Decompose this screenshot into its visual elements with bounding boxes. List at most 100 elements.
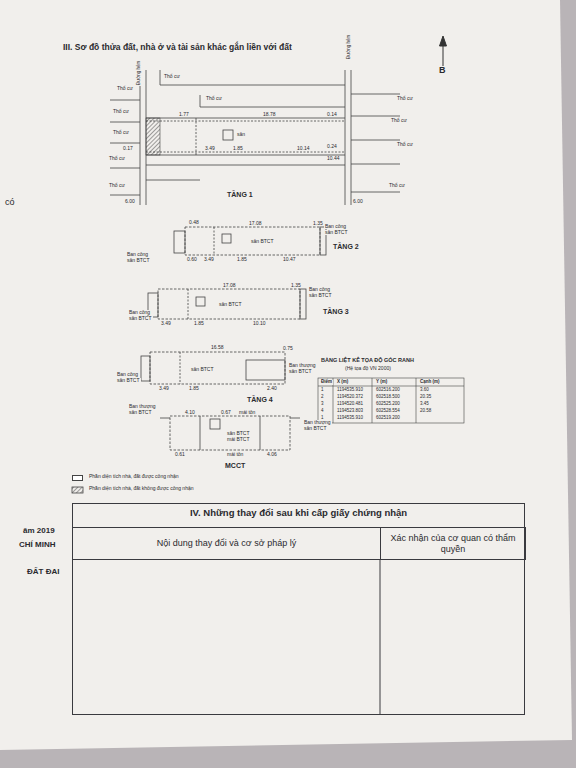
table-cell: X (m) (336, 380, 349, 385)
plan-label: sân BTCT (190, 367, 215, 372)
section-title: III. Sơ đồ thửa đất, nhà ở và tài sản kh… (62, 43, 293, 52)
plan-label: 1.85 (188, 386, 200, 391)
table-cell: 2 (320, 395, 325, 400)
plan-label: mái tôn (238, 410, 256, 415)
plan-label: 1.85 (193, 321, 205, 326)
plan-label: Ban công (128, 310, 151, 315)
plan-label: sân BTCT (288, 369, 313, 374)
plan-label: 0.14 (326, 112, 338, 117)
plan-label: 10.44 (326, 156, 341, 161)
plan-label: Ban công (324, 224, 347, 229)
table-cell: Cạnh (m) (419, 380, 441, 385)
plan-label: 10.14 (296, 146, 311, 151)
plan-label: 1.35 (290, 283, 302, 288)
table-cell: 1194520.372 (336, 395, 364, 400)
plan-label: mái BTCT (226, 437, 251, 442)
legend-text: Phần diện tích nhà, đất không được công … (88, 486, 194, 491)
plan-label: Thổ cư (205, 96, 223, 101)
table-cell: 602528.554 (375, 409, 401, 414)
section-plan (160, 416, 300, 450)
table-cell: 1194523.803 (336, 409, 364, 414)
plan-label: TẦNG 2 (332, 243, 360, 250)
plan-label: sân BTCT (226, 431, 251, 436)
plan-label: sân (236, 132, 246, 137)
plan-label: Thổ cư (108, 183, 126, 188)
plan-label: 1.77 (178, 112, 190, 117)
plan-label: Thổ cư (396, 142, 414, 147)
plan-label: Thổ cư (163, 74, 181, 79)
plan-label: 3.49 (158, 386, 170, 391)
table-cell: 3 (320, 402, 325, 407)
table-cell: 20.35 (419, 395, 432, 400)
table-cell: Y (m) (375, 380, 388, 385)
table-cell: BẢNG LIỆT KÊ TỌA ĐỘ GÓC RANH (320, 358, 415, 364)
north-arrow (440, 36, 447, 70)
table-heading: IV. Những thay đổi sau khi cấp giấy chứn… (77, 508, 520, 519)
plan-label: 3.49 (204, 146, 216, 151)
plan-label: 10.10 (252, 321, 267, 326)
paper (0, 0, 572, 750)
plan-label: 0.24 (326, 144, 338, 149)
table-cell: Điểm (320, 380, 333, 385)
plan-label: 6.00 (124, 199, 136, 204)
plan-label: 17.08 (248, 221, 263, 226)
floor-1-plan (110, 70, 400, 205)
floor-2-plan (174, 227, 326, 255)
plan-label: Ban công (308, 287, 331, 292)
plan-label: 0.48 (188, 220, 200, 225)
plan-label: Ban công (116, 372, 139, 377)
plan-label: Thổ cư (112, 130, 130, 135)
plan-label: CHÍ MINH (18, 541, 56, 549)
plan-label: Đường hẻm (347, 34, 352, 60)
legend-hatch-swatch (72, 487, 83, 493)
table-cell: 3.45 (419, 402, 430, 407)
plan-label: 1.85 (232, 146, 244, 151)
plan-label: 0.17 (122, 146, 134, 151)
column-heading: Xác nhận của cơ quan có thẩm quyền (385, 533, 521, 554)
plan-label: 0.67 (220, 410, 232, 415)
header-cell: Xác nhận của cơ quan có thẩm quyền (380, 527, 526, 560)
plan-label: 1.85 (236, 257, 248, 262)
plan-label: 3.49 (160, 321, 172, 326)
plan-label: sân BTCT (308, 293, 333, 298)
plan-label: 0.60 (186, 257, 198, 262)
plan-label: Thổ cư (108, 156, 126, 161)
table-cell: 1194535.910 (336, 416, 364, 421)
plan-label: 4.10 (184, 410, 196, 415)
plan-label: Thổ cư (116, 86, 134, 91)
plan-label: 0.61 (174, 452, 186, 457)
plan-label: TẦNG 1 (226, 191, 254, 198)
plan-label: TẦNG 3 (322, 308, 350, 315)
plan-label: Thổ cư (390, 118, 408, 123)
plan-label: ăm 2019 (22, 527, 56, 535)
plan-label: sân BTCT (250, 239, 275, 244)
table-cell: 20.58 (419, 409, 432, 414)
plan-label: Thổ cư (388, 183, 406, 188)
plan-label: Ban công (126, 252, 149, 257)
plan-label: sân BTCT (324, 230, 349, 235)
table-cell: (Hệ tọa độ VN 2000) (344, 366, 392, 371)
plan-label: 3.49 (203, 257, 215, 262)
plan-label: 2.40 (266, 386, 278, 391)
plan-label: 0.75 (282, 346, 294, 351)
plan-label: Ban thượng (288, 363, 317, 368)
plan-label: 1.35 (312, 221, 324, 226)
plan-label: 6.00 (352, 199, 364, 204)
column-heading: Nội dung thay đổi và cơ sở pháp lý (157, 538, 296, 548)
plan-label: 18.78 (262, 112, 277, 117)
legend-text: Phần diện tích nhà, đất được công nhận (88, 474, 179, 479)
plan-label: TẦNG 4 (246, 396, 274, 403)
plan-label: 4.06 (266, 452, 278, 457)
unrecognized-area (146, 118, 160, 155)
legend-swatch (72, 475, 83, 481)
plan-label: 17.08 (222, 283, 237, 288)
table-cell: 4 (320, 409, 325, 414)
changes-table: IV. Những thay đổi sau khi cấp giấy chứn… (72, 503, 525, 715)
column-divider (380, 559, 381, 715)
floor-4-plan (141, 352, 285, 384)
plan-label: Thổ cư (112, 109, 130, 114)
table-cell: MCCT (224, 462, 246, 469)
